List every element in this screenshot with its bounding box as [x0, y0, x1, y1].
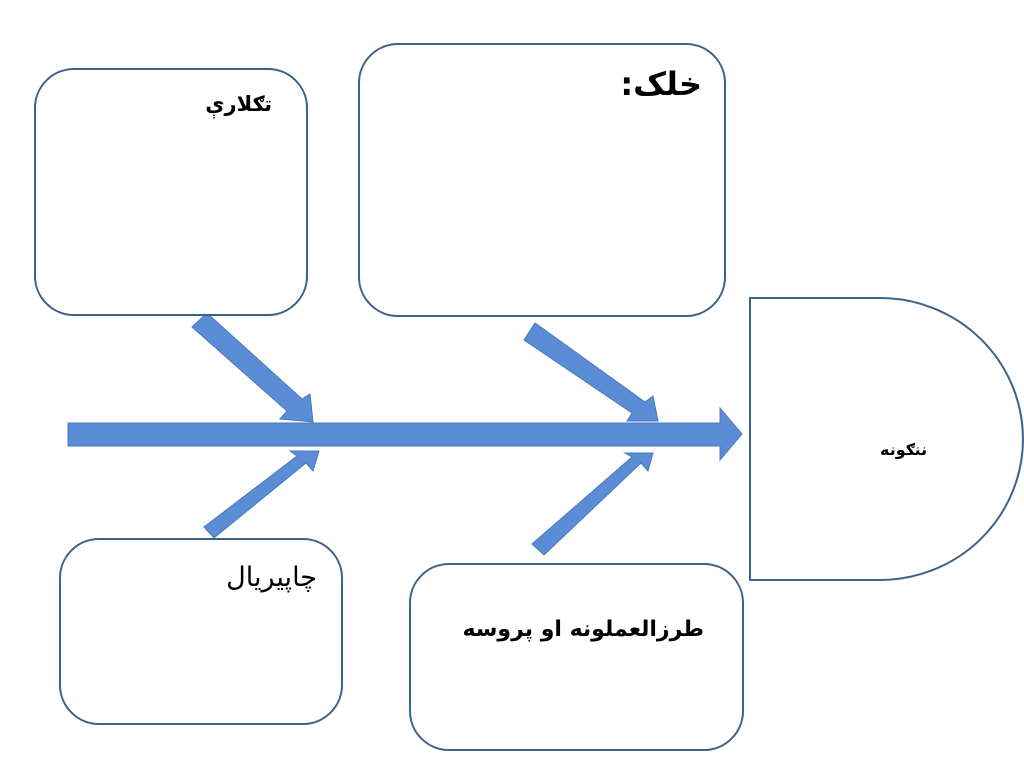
bone-arrow-bottom-right	[531, 452, 654, 556]
fish-head	[749, 297, 1024, 581]
category-box-top-left: تګلارې	[34, 68, 308, 316]
bone-arrow-top-left	[191, 312, 314, 423]
category-label-bottom-left: چاپیریال	[226, 562, 317, 593]
category-box-bottom-left: چاپیریال	[59, 538, 343, 725]
head-label: ننګونه	[880, 440, 928, 459]
spine-arrow	[67, 406, 743, 462]
bone-arrow-top-right	[523, 322, 659, 422]
category-label-bottom-right: طرزالعملونه او پروسه	[462, 617, 704, 642]
category-label-top-right: خلک:	[620, 65, 702, 103]
category-label-top-left: تګلارې	[205, 92, 272, 116]
category-box-top-right: خلک:	[358, 43, 726, 317]
bone-arrow-bottom-left	[203, 450, 320, 539]
category-box-bottom-right: طرزالعملونه او پروسه	[409, 563, 744, 751]
